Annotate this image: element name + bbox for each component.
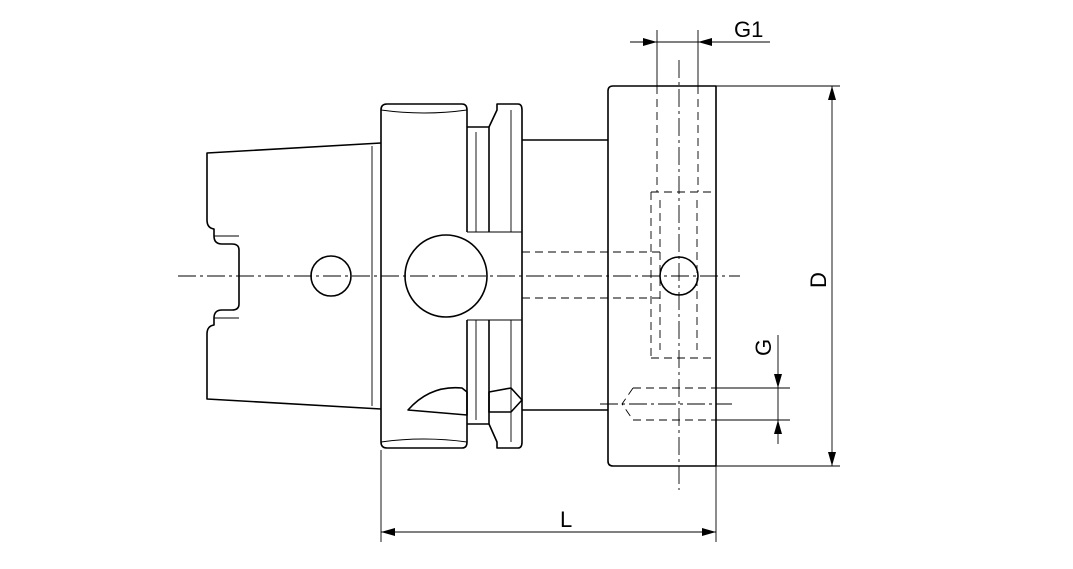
neck [522, 139, 608, 411]
label-g: G [751, 339, 776, 356]
center-lines [178, 60, 740, 490]
label-d: D [806, 272, 831, 288]
dimension-g [716, 335, 790, 444]
dimension-d [716, 85, 840, 467]
tool-head [522, 85, 717, 467]
dimension-l [380, 450, 717, 542]
taper-shank [206, 142, 382, 410]
dimension-g1 [630, 30, 770, 86]
label-l: L [560, 507, 572, 532]
label-g1: G1 [734, 17, 763, 42]
